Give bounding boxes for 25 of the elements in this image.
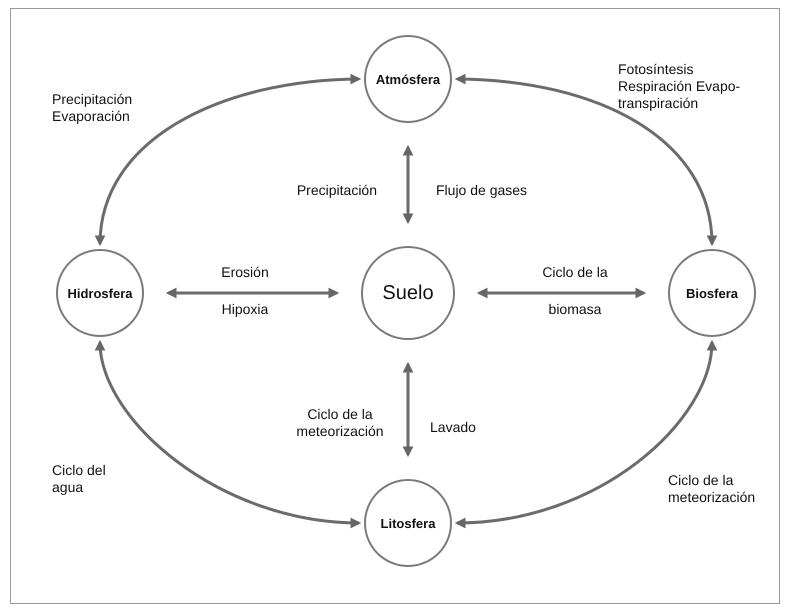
double-arrow	[96, 340, 362, 528]
node-label: Biosfera	[686, 286, 738, 300]
edge-label: Precipitación Evaporación	[52, 91, 134, 125]
double-arrow	[402, 362, 414, 458]
edge-label: Ciclo de la meteorización	[668, 472, 756, 506]
edge-label: Fotosíntesis Respiración Evapo-transpiración	[618, 61, 742, 112]
node-label: Litosfera	[380, 516, 436, 530]
edge-label: Ciclo de la meteorización	[295, 406, 385, 440]
process-label: Hipoxia	[220, 301, 270, 318]
process-label: Lavado	[430, 419, 477, 436]
process-label: Flujo de gases	[436, 182, 528, 199]
double-arrow	[402, 144, 414, 224]
edge-label: Ciclo del agua	[52, 462, 107, 496]
double-arrow	[454, 74, 717, 246]
double-arrow	[95, 74, 362, 246]
edge-label: Erosión	[220, 264, 270, 281]
node-label: Atmósfera	[376, 72, 440, 86]
edge-label: Ciclo de la	[541, 264, 609, 281]
double-arrow	[476, 288, 646, 298]
edge-label: Precipitación	[296, 182, 377, 199]
double-arrow	[454, 340, 716, 528]
double-arrow	[166, 288, 340, 298]
process-label: biomasa	[548, 301, 602, 318]
node-label: Suelo	[382, 282, 434, 304]
node-label: Hidrosfera	[67, 286, 133, 300]
